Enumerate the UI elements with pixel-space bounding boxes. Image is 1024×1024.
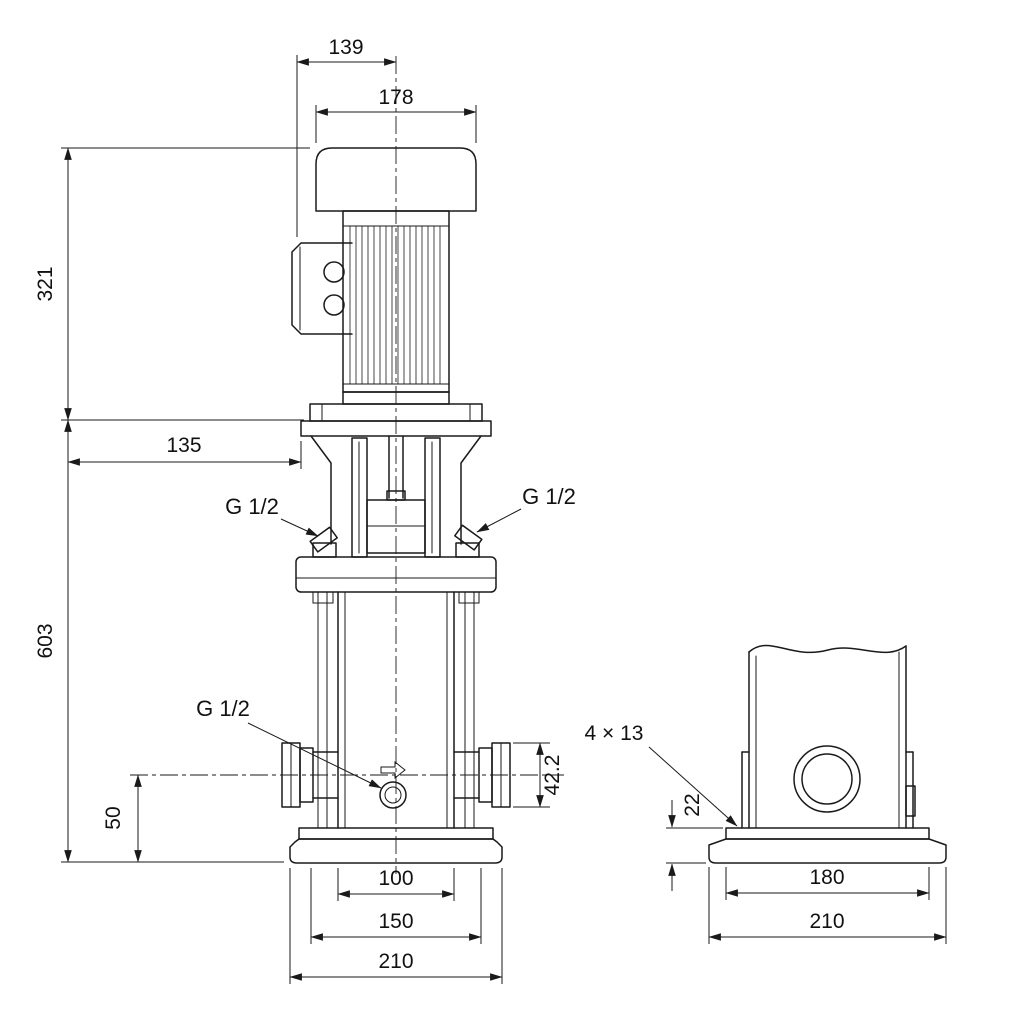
plug-right bbox=[454, 524, 483, 551]
motor bbox=[291, 147, 483, 422]
dimensions-front: 139 178 321 603 135 50 42.2 100 bbox=[34, 36, 576, 984]
dim-100: 100 bbox=[378, 867, 413, 890]
cable-entry-top bbox=[323, 261, 345, 283]
cable-entry-bottom bbox=[323, 294, 345, 316]
motor-stool-plate bbox=[300, 420, 492, 437]
dim-135: 135 bbox=[166, 434, 201, 457]
dim-180: 180 bbox=[809, 866, 844, 889]
label-plug-top-left: G 1/2 bbox=[225, 494, 279, 519]
base-front bbox=[289, 827, 503, 864]
label-plug-top-right: G 1/2 bbox=[522, 484, 576, 509]
side-base-foot bbox=[708, 838, 947, 864]
dim-50: 50 bbox=[102, 806, 125, 829]
base-foot bbox=[289, 838, 503, 864]
motor-fan-cover bbox=[315, 147, 477, 212]
dim-holes-4x13: 4 × 13 bbox=[585, 722, 644, 745]
discharge-port bbox=[453, 742, 511, 808]
label-plug-drain: G 1/2 bbox=[196, 696, 250, 721]
pump-head bbox=[295, 420, 497, 593]
chamber-stack bbox=[312, 591, 480, 829]
motor-fins bbox=[349, 226, 441, 384]
centerlines bbox=[130, 56, 564, 874]
side-port-outer bbox=[793, 745, 861, 813]
side-clip bbox=[905, 785, 916, 817]
dim-150: 150 bbox=[378, 910, 413, 933]
dim-603: 603 bbox=[34, 623, 57, 658]
plug-left bbox=[309, 526, 338, 553]
side-port-inner bbox=[801, 753, 853, 805]
dim-210-side: 210 bbox=[809, 910, 844, 933]
pump-head-flange bbox=[295, 556, 497, 593]
flow-arrow-icon bbox=[380, 760, 406, 780]
side-view bbox=[708, 644, 947, 864]
side-base-plate bbox=[725, 827, 930, 840]
dim-178: 178 bbox=[378, 86, 413, 109]
dimensions-side: 4 × 13 22 180 210 bbox=[585, 722, 947, 944]
suction-port bbox=[281, 742, 339, 808]
dim-139: 139 bbox=[328, 36, 363, 59]
drain-plug bbox=[379, 760, 407, 809]
break-line bbox=[748, 644, 907, 654]
dim-321: 321 bbox=[34, 266, 57, 301]
terminal-box bbox=[291, 242, 353, 335]
dim-22: 22 bbox=[681, 793, 704, 816]
dim-42-2: 42.2 bbox=[541, 755, 564, 796]
dim-210: 210 bbox=[378, 950, 413, 973]
